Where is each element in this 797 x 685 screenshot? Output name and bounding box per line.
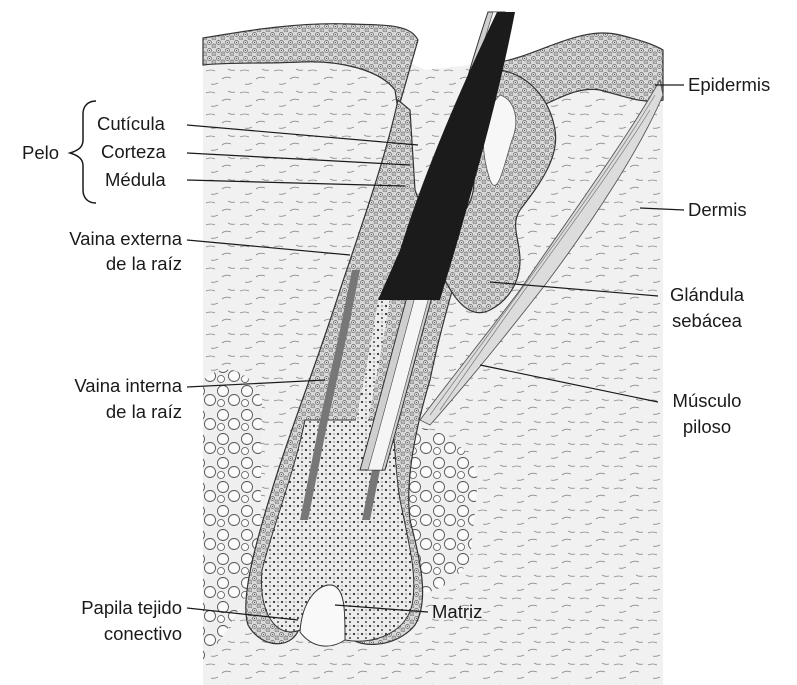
label-glandula-1: Glándula: [662, 284, 752, 306]
label-corteza: Corteza: [101, 141, 166, 163]
label-papila-1: Papila tejido: [81, 597, 182, 619]
label-cuticula: Cutícula: [97, 113, 165, 135]
label-vaina-externa-2: de la raíz: [106, 253, 182, 275]
label-medula: Médula: [105, 169, 166, 191]
label-glandula-2: sebácea: [662, 310, 752, 332]
label-vaina-interna-2: de la raíz: [106, 401, 182, 423]
label-matriz: Matriz: [432, 601, 482, 623]
label-vaina-interna-1: Vaina interna: [74, 375, 182, 397]
label-papila-2: conectivo: [104, 623, 182, 645]
label-musculo-2: piloso: [662, 416, 752, 438]
label-musculo-1: Músculo: [662, 390, 752, 412]
label-pelo: Pelo: [22, 142, 59, 164]
label-dermis: Dermis: [688, 199, 747, 221]
label-epidermis: Epidermis: [688, 74, 770, 96]
pelo-brace: [70, 101, 96, 203]
label-vaina-externa-1: Vaina externa: [69, 228, 182, 250]
